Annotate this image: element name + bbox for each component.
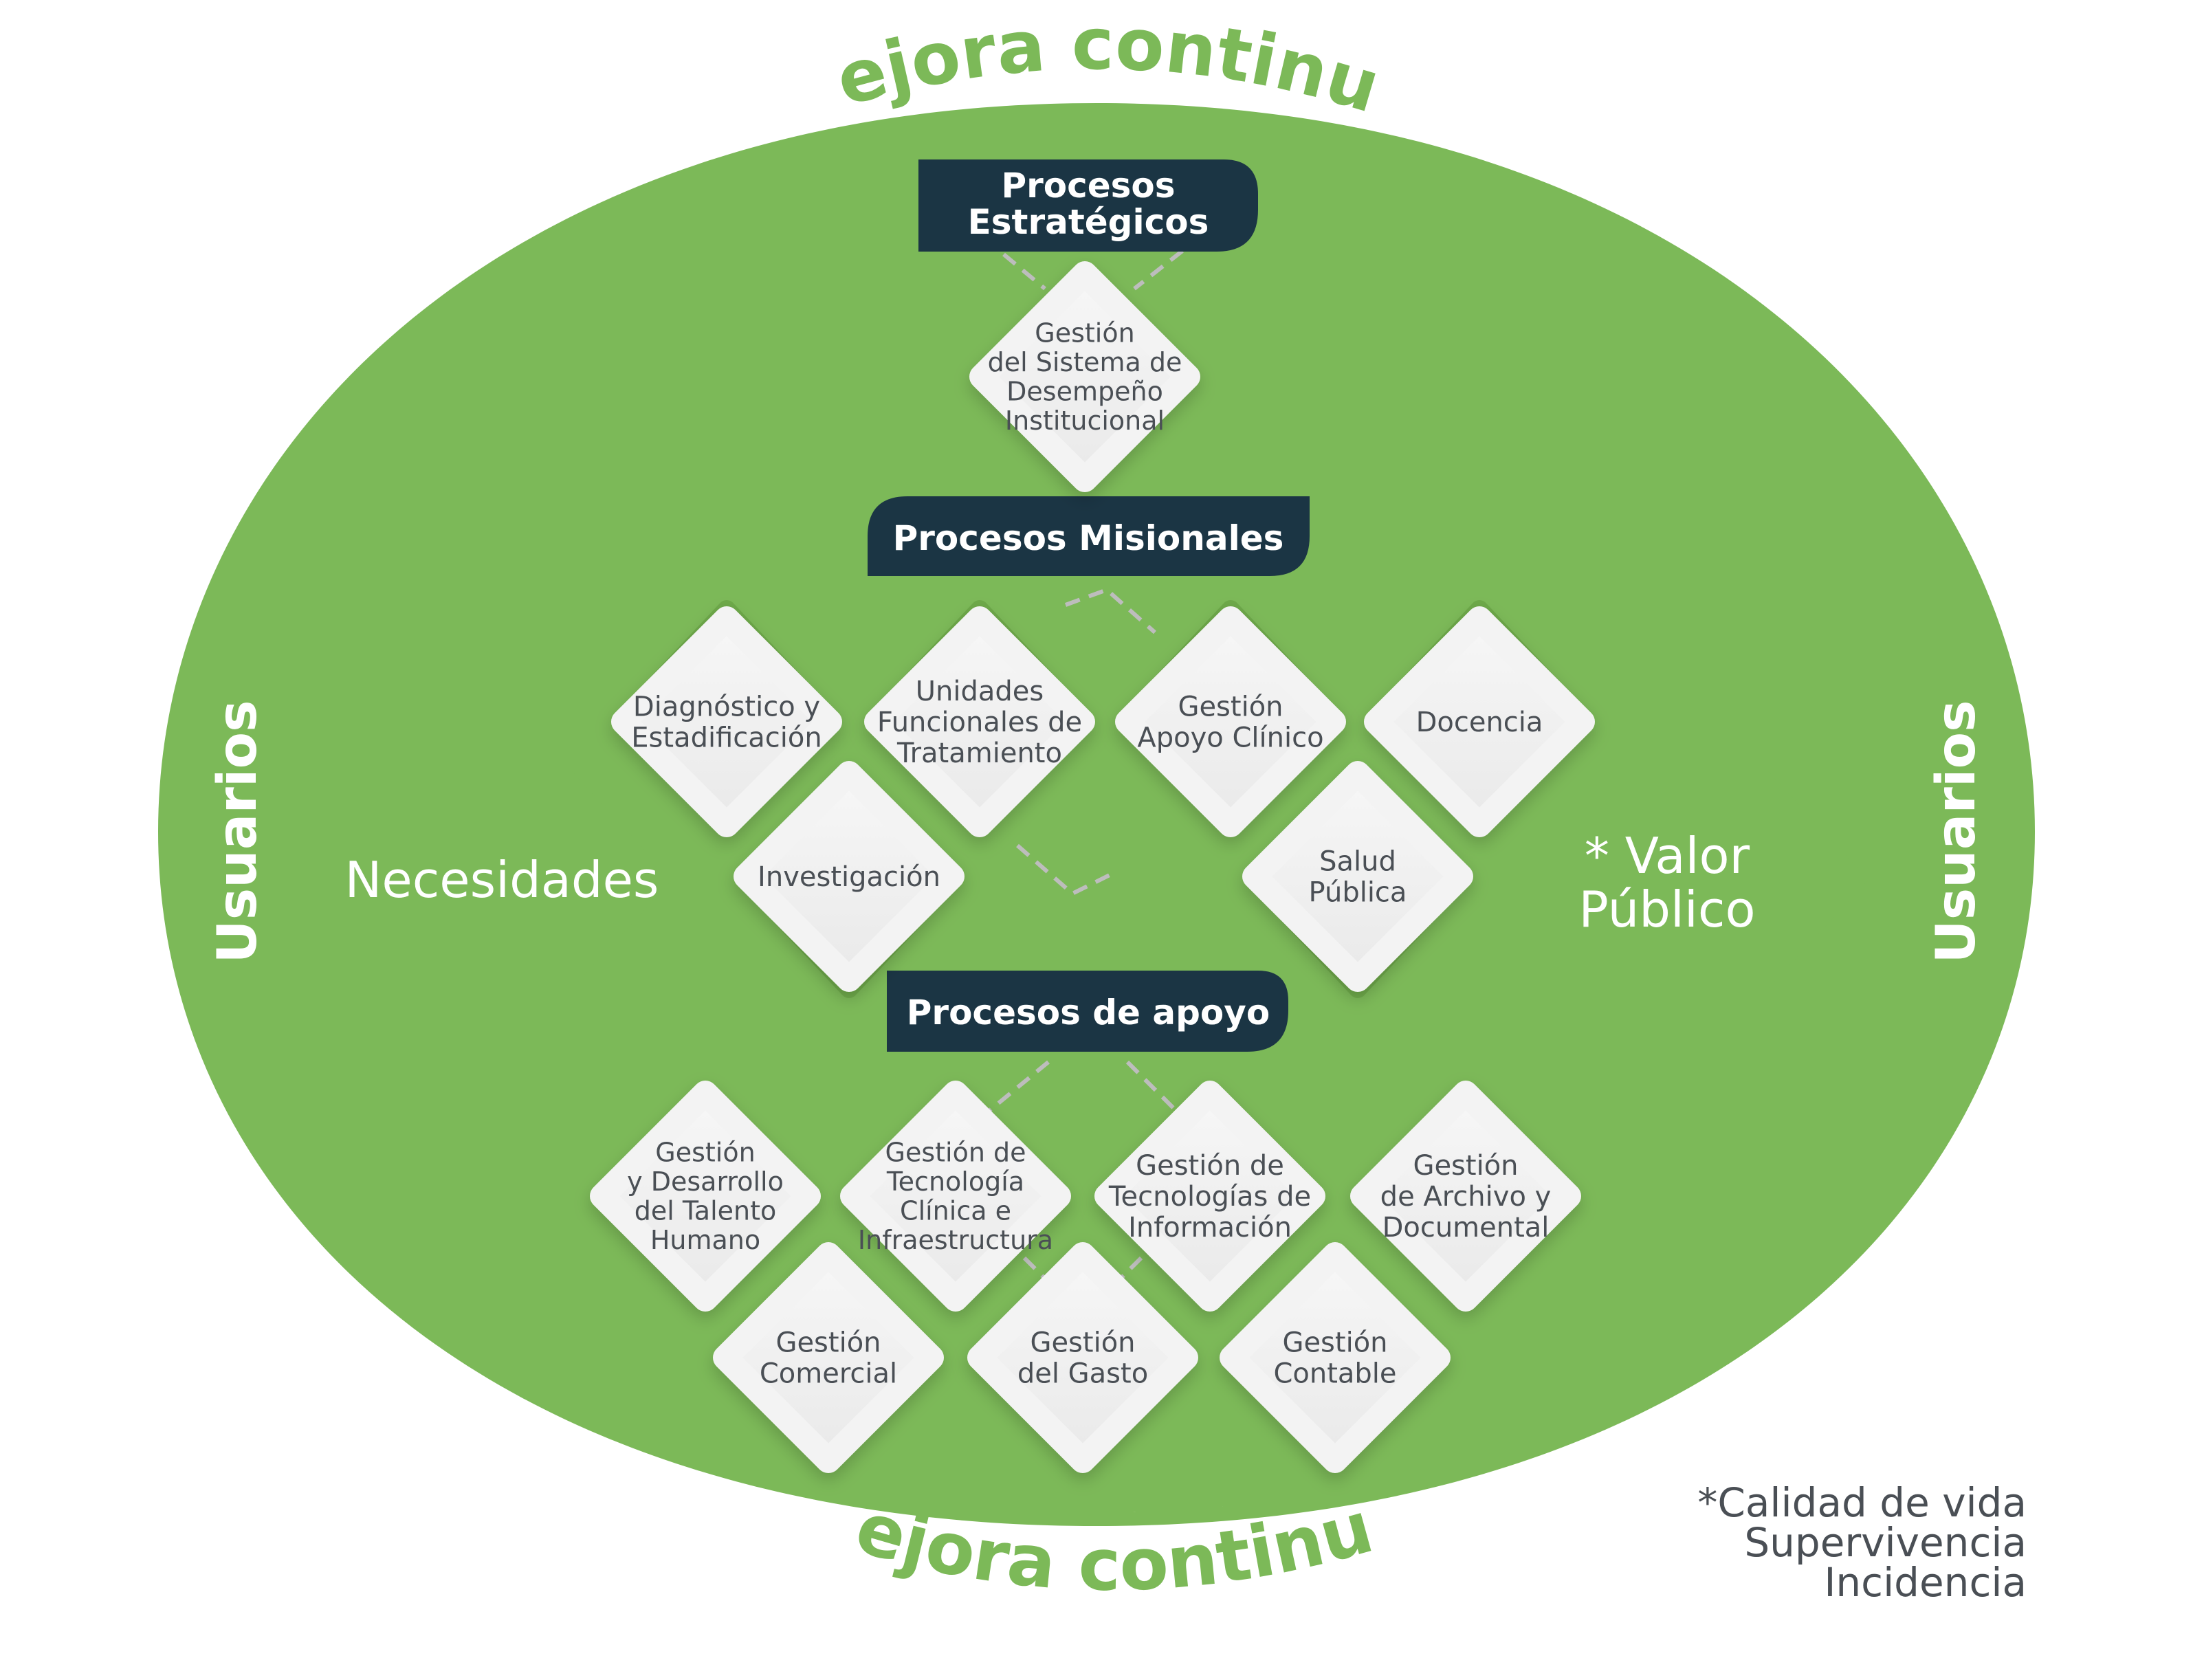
diamond-label-line: y Desarrollo: [627, 1167, 784, 1197]
diamond-label-line: Documental: [1382, 1212, 1550, 1244]
public-value-arrow: [1541, 770, 1869, 990]
diamond-shape: [713, 1242, 944, 1473]
diamond-shape: [969, 261, 1200, 492]
diamond-shape: [864, 606, 1095, 837]
diamond-label-line: Institucional: [1005, 406, 1165, 436]
diamond-label-line: Clínica e: [900, 1196, 1011, 1226]
missional-header: Procesos Misionales: [868, 496, 1310, 576]
diamond-label-line: Contable: [1273, 1358, 1396, 1389]
support-header-line1: Procesos de apoyo: [907, 993, 1270, 1032]
diamond-label-line: Investigación: [758, 861, 940, 893]
diamond-label-line: Docencia: [1416, 707, 1543, 738]
diamond-label-line: Funcionales de: [877, 707, 1082, 738]
dashed-connectors: [989, 249, 1184, 1308]
diamond-label-line: Gestión: [775, 1327, 881, 1359]
diamond-shape: [611, 606, 842, 837]
strategic-header-line1: Procesos: [1001, 166, 1175, 206]
diamond-label-line: de Archivo y: [1380, 1181, 1552, 1213]
diamond-label-line: Gestión de: [1136, 1150, 1284, 1182]
support-header: Procesos de apoyo: [887, 971, 1288, 1052]
diamond-label-line: Tecnología: [886, 1167, 1024, 1197]
diamond-shape: [1094, 1081, 1325, 1312]
diamond-label-line: Gestión: [1282, 1327, 1387, 1359]
diamond-label-line: Comercial: [760, 1358, 897, 1389]
diamond-shape: [734, 761, 965, 992]
right-users-label: Usuarios: [1926, 700, 1987, 963]
diamond-label-line: Tecnologías de: [1108, 1181, 1311, 1213]
strategic-connector: [1002, 249, 1184, 291]
diamond-label-line: Gestión: [1178, 692, 1283, 723]
missional-loop-connector: [1016, 587, 1156, 896]
diamond-label-line: Infraestructura: [858, 1225, 1053, 1255]
missional-header-line1: Procesos Misionales: [893, 518, 1284, 558]
diamond-shape: [1220, 1242, 1451, 1473]
public-value-label-line1: * Valor: [1585, 827, 1750, 885]
diamond-label-line: del Gasto: [1017, 1358, 1148, 1389]
diamond-label-line: del Talento: [635, 1196, 777, 1226]
diamond-label-line: Pública: [1309, 876, 1407, 908]
strategic-header: Procesos Estratégicos: [918, 159, 1258, 252]
footnote-line-3: Incidencia: [1824, 1559, 2027, 1606]
footnote-line-2: Supervivencia: [1744, 1519, 2027, 1566]
missional-process-docencia[interactable]: Docencia: [1364, 600, 1595, 837]
diamond-shape: [590, 1081, 821, 1312]
diamond-label-line: Desempeño: [1006, 377, 1163, 407]
diamond-label-line: Gestión de: [885, 1137, 1026, 1167]
missional-process-investigacion[interactable]: Investigación: [734, 761, 965, 998]
diamond-shape: [840, 1081, 1071, 1312]
support-connector: [989, 1060, 1181, 1308]
diamond-shape: [1242, 761, 1473, 992]
footnote-line-1: *Calidad de vida: [1697, 1479, 2027, 1526]
diamond-label-line: Información: [1128, 1212, 1292, 1244]
diamond-shape: [1364, 606, 1595, 837]
diamond-shape: [1115, 606, 1346, 837]
left-users-label: Usuarios: [207, 700, 269, 963]
diamond-shape: [1350, 1081, 1581, 1312]
diamond-label-line: Gestión: [1035, 318, 1134, 348]
diamond-label-line: Gestión: [1413, 1150, 1518, 1182]
diamond-label-line: Gestión: [1030, 1327, 1135, 1359]
strategic-header-line2: Estratégicos: [968, 202, 1209, 242]
diamond-label-line: Tratamiento: [896, 738, 1062, 769]
diamond-label-line: Estadificación: [631, 722, 822, 753]
diamond-label-line: Humano: [650, 1225, 760, 1255]
needs-arrow: [344, 770, 672, 990]
diamond-label-line: Apoyo Clínico: [1137, 722, 1323, 753]
diamond-label-line: Unidades: [916, 676, 1044, 707]
public-value-label-line2: Público: [1578, 881, 1755, 938]
diamond-shape: [967, 1242, 1198, 1473]
diamond-label-line: Salud: [1319, 846, 1396, 878]
needs-arrow-label: Necesidades: [345, 851, 659, 909]
diamond-label-line: Gestión: [655, 1137, 755, 1167]
diamond-label-line: del Sistema de: [988, 347, 1182, 377]
diamond-label-line: Diagnóstico y: [633, 692, 820, 723]
